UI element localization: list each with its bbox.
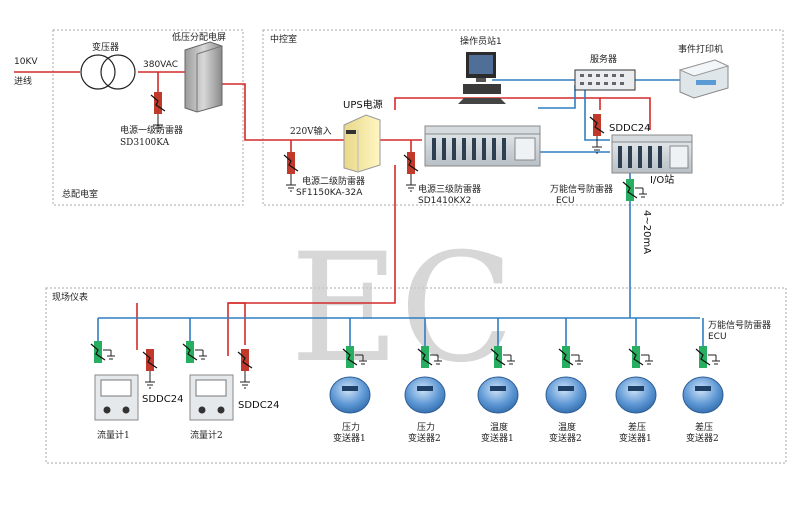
instrument-label: 变送器1: [481, 432, 514, 444]
instrument-label: 温度: [490, 421, 508, 433]
pressure-transmitter-1: [329, 376, 371, 414]
instrument-label: 流量计1: [97, 429, 130, 441]
signal-arrester-field-label: 万能信号防雷器: [708, 319, 771, 331]
io-station: [611, 134, 693, 174]
printer-label: 事件打印机: [678, 43, 723, 55]
signal-lines: [97, 79, 704, 350]
arrester3-model: SD1410KX2: [418, 196, 471, 206]
lv-panel-label: 低压分配电屏: [172, 31, 226, 43]
differential-transmitter-1: [615, 376, 657, 414]
flowmeter2-power-arrester: [237, 348, 253, 389]
flowmeter-2: [189, 374, 234, 421]
field-frame: [45, 287, 787, 464]
transmitter-signal-arrester: [558, 345, 584, 369]
sddc24-field2-label: SDDC24: [238, 400, 279, 411]
temperature-transmitter-2: [545, 376, 587, 414]
transformer-label: 变压器: [92, 41, 119, 53]
control-room-frame: [262, 29, 784, 206]
instrument-label: 温度: [558, 421, 576, 433]
temperature-transmitter-1: [477, 376, 519, 414]
sddc24-top-label: SDDC24: [609, 123, 650, 134]
arrester1-name: 电源一级防雷器: [120, 124, 183, 136]
ecu-field-label: ECU: [708, 332, 727, 342]
instrument-label: 变送器1: [619, 432, 652, 444]
arrester1-model: SD3100KA: [120, 138, 170, 148]
incoming-voltage-label: 10KV: [14, 57, 38, 67]
voltage-380-label: 380VAC: [143, 60, 178, 70]
flowmeter1-signal-arrester: [90, 340, 116, 364]
incoming-line-label: 进线: [14, 75, 32, 87]
watermark: EC: [290, 222, 514, 396]
lv-panel: [184, 41, 223, 113]
event-printer: [678, 59, 730, 99]
arrester2-name: 电源二级防雷器: [302, 175, 365, 187]
transmitter-signal-arrester: [628, 345, 654, 369]
signal-arrester-top-label: 万能信号防雷器: [550, 183, 613, 195]
field-label: 现场仪表: [52, 291, 88, 303]
arrester2-model: SF1150KA-32A: [296, 188, 363, 198]
ups-label: UPS电源: [343, 98, 383, 111]
instrument-label: 差压: [628, 421, 646, 433]
ups-unit: [343, 114, 381, 173]
power-lines: [14, 71, 651, 356]
instrument-label: 变送器2: [686, 432, 719, 444]
instrument-label: 变送器2: [408, 432, 441, 444]
server-label: 服务器: [590, 53, 617, 65]
ecu-top-label: ECU: [556, 196, 575, 206]
transformer: [80, 54, 136, 90]
io-station-label: I/O站: [650, 173, 674, 186]
instrument-label: 变送器2: [549, 432, 582, 444]
server: [574, 69, 636, 91]
transmitter-signal-arrester: [695, 345, 721, 369]
power-arrester-3: [403, 151, 419, 192]
input-220-label: 220V输入: [290, 125, 332, 137]
control-room-label: 中控室: [270, 33, 297, 45]
instrument-label: 流量计2: [190, 429, 223, 441]
instrument-label: 差压: [695, 421, 713, 433]
signal-range-label: 4~20mA: [641, 210, 652, 254]
distribution-room-frame: [52, 29, 244, 206]
instrument-label: 压力: [417, 421, 435, 433]
sddc24-arrester-top: [589, 113, 605, 154]
pressure-transmitter-2: [404, 376, 446, 414]
distribution-room-label: 总配电室: [62, 188, 98, 200]
flowmeter1-power-arrester: [142, 348, 158, 389]
controller-rack: [424, 125, 541, 167]
flowmeter-1: [94, 374, 139, 421]
operator-station-label: 操作员站1: [460, 35, 502, 47]
arrester3-name: 电源三级防雷器: [418, 183, 481, 195]
instrument-label: 变送器1: [333, 432, 366, 444]
power-arrester-2: [283, 151, 299, 192]
flowmeter2-signal-arrester: [182, 340, 208, 364]
differential-transmitter-2: [682, 376, 724, 414]
instrument-label: 压力: [342, 421, 360, 433]
signal-arrester-top: [622, 178, 648, 202]
operator-workstation: [458, 52, 506, 104]
sddc24-field1-label: SDDC24: [142, 394, 183, 405]
